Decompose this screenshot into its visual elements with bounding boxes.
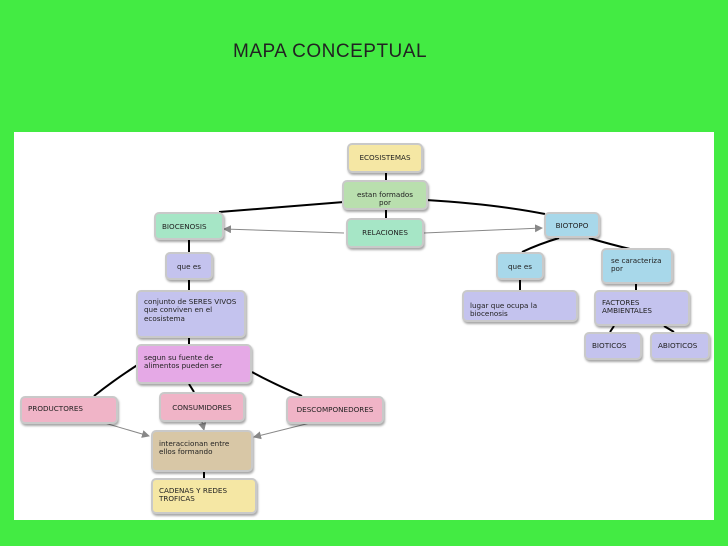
- concept-map-panel: ECOSISTEMAS estan formados por RELACIONE…: [14, 132, 714, 520]
- node-que-es-left: que es: [165, 252, 213, 280]
- node-segun-fuente: segun su fuente de alimentos pueden ser: [136, 344, 252, 384]
- node-abioticos: ABIOTICOS: [650, 332, 710, 360]
- line-relaciones-biotopo: [423, 224, 543, 234]
- arrow-consumidores-interaccionan: [198, 421, 207, 431]
- line-estan-biotopo: [425, 199, 546, 215]
- line-factores-abioticos: [663, 325, 675, 333]
- node-relaciones: RELACIONES: [346, 218, 424, 248]
- node-interaccionan: interaccionan entre ellos formando: [151, 430, 253, 472]
- node-factores-ambientales: FACTORES AMBIENTALES: [594, 290, 690, 326]
- node-lugar: lugar que ocupa la biocenosis: [462, 290, 578, 322]
- line-segun-consumidores: [188, 383, 195, 393]
- node-que-es-right: que es: [496, 252, 544, 280]
- node-descomponedores: DESCOMPONEDORES: [286, 396, 384, 424]
- node-biocenosis: BIOCENOSIS: [154, 212, 224, 240]
- arrow-descomponedores-interaccionan: [253, 421, 315, 440]
- node-bioticos: BIOTICOS: [584, 332, 642, 360]
- connector-lines: [73, 172, 675, 478]
- page-title: MAPA CONCEPTUAL: [233, 41, 428, 62]
- node-cadenas-redes-troficas: CADENAS Y REDES TROFICAS: [151, 478, 257, 514]
- line-factores-bioticos: [609, 325, 615, 333]
- node-consumidores: CONSUMIDORES: [159, 392, 245, 422]
- node-conjunto-seres-vivos: conjunto de SERES VIVOS que conviven en …: [136, 290, 246, 338]
- node-estan-formados-por: estan formados por: [342, 180, 428, 210]
- node-ecosistemas: ECOSISTEMAS: [347, 143, 423, 173]
- line-biotopo-quees: [521, 237, 560, 253]
- line-estan-biocenosis: [218, 201, 345, 213]
- node-productores: PRODUCTORES: [20, 396, 118, 424]
- node-biotopo: BIOTOPO: [544, 212, 600, 238]
- line-segun-productores: [93, 363, 140, 397]
- line-segun-descomponedores: [251, 371, 303, 397]
- line-biocenosis-relaciones: [223, 225, 345, 234]
- node-se-caracteriza-por: se caracteriza por: [601, 248, 673, 284]
